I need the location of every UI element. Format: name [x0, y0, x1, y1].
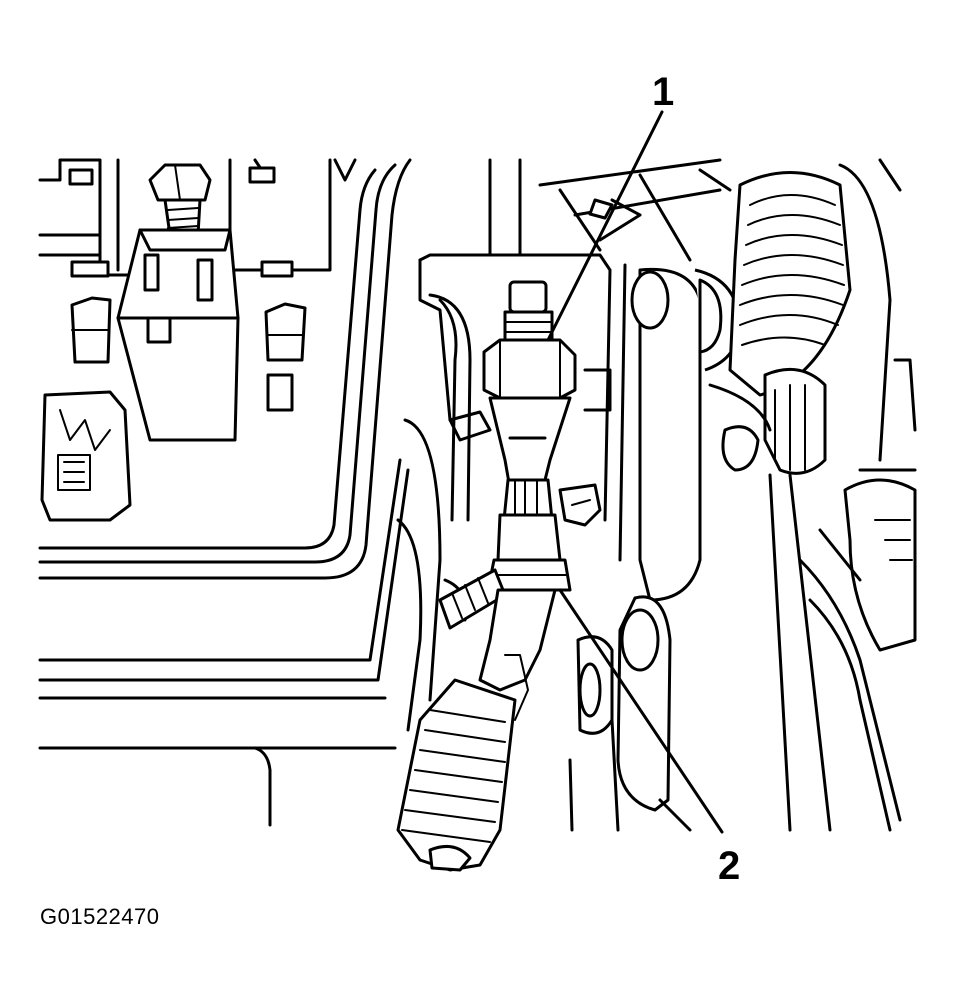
wiring-harness — [396, 568, 557, 872]
leader-line-2 — [558, 588, 724, 834]
belt-pulley — [396, 293, 472, 732]
bolt — [148, 163, 212, 237]
figure-id-label: G01522470 — [40, 904, 160, 929]
callout-label-1: 1 — [652, 70, 675, 114]
tensioner-pulleys — [568, 267, 742, 832]
leader-line-1 — [546, 110, 664, 342]
sensor — [482, 280, 577, 522]
mounting-bracket — [418, 158, 732, 562]
broken-connector — [40, 390, 132, 522]
relay — [116, 228, 240, 442]
leader-lines — [546, 110, 724, 834]
tray-outline — [38, 158, 412, 827]
fuses — [70, 296, 307, 412]
callout-label-2: 2 — [718, 844, 741, 888]
right-frame — [768, 468, 917, 832]
fuse-block-outline — [38, 158, 357, 278]
connector — [486, 483, 602, 592]
ribbed-component — [708, 158, 917, 475]
